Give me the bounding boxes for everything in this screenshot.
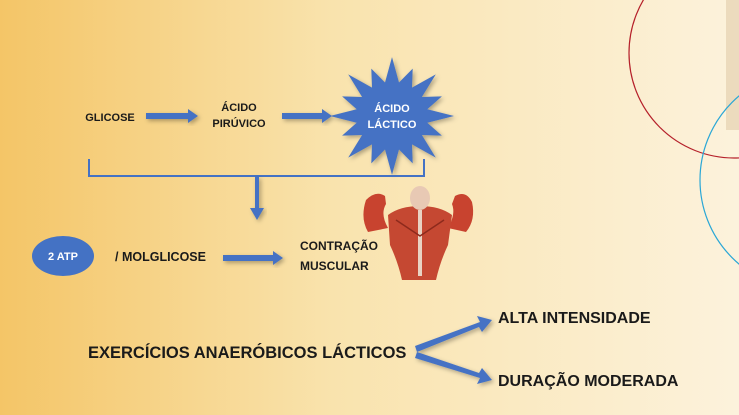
contracao-label-line1: CONTRAÇÃO [300, 238, 378, 253]
atp-label: 2 ATP [48, 251, 78, 263]
molglicose-label: / MOLGLICOSE [115, 250, 206, 264]
decorative-red-circle [628, 0, 739, 159]
glicose-label: GLICOSE [85, 112, 135, 124]
decorative-blue-circle [699, 95, 739, 265]
piruvico-label-line2: PIRÚVICO [212, 117, 266, 130]
alta-intensidade-label: ALTA INTENSIDADE [498, 310, 651, 327]
arrow-piruvico-to-lactico [282, 109, 332, 123]
muscular-back-figure [363, 186, 474, 280]
arrow-to-contracao [223, 251, 283, 265]
piruvico-label-line1: ÁCIDO [221, 101, 257, 114]
atp-ellipse [32, 236, 94, 276]
exercicios-label: EXERCÍCIOS ANAERÓBICOS LÁCTICOS [88, 343, 406, 362]
grouping-bracket [88, 159, 425, 177]
side-image-edge [726, 0, 739, 130]
arrow-down [250, 177, 264, 220]
contracao-label-line2: MUSCULAR [300, 259, 369, 273]
lactico-label-line1: ÁCIDO [374, 102, 410, 115]
lactico-label-line2: LÁCTICO [368, 118, 417, 131]
arrow-glicose-to-piruvico [146, 109, 198, 123]
duracao-moderada-label: DURAÇÃO MODERADA [498, 370, 679, 390]
arrow-to-duracao-moderada [415, 352, 492, 384]
arrow-to-alta-intensidade [415, 316, 492, 352]
acido-lactico-starburst [330, 57, 454, 175]
